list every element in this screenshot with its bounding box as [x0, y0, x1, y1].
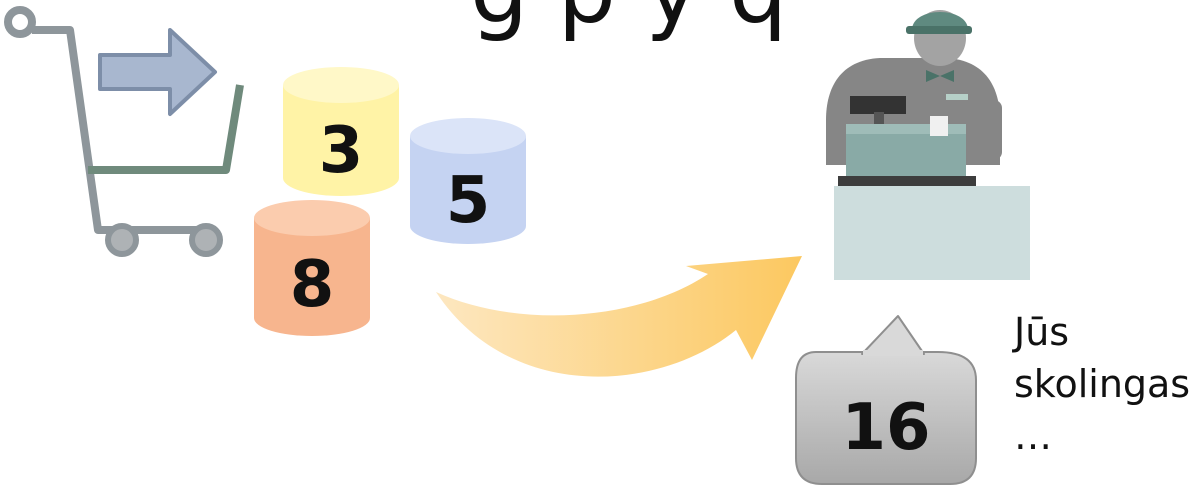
item-cylinder-3: 3: [283, 67, 399, 196]
right-arrow-icon: [100, 30, 215, 114]
owe-message: Jūs skolingas …: [1014, 306, 1190, 462]
curved-arrow-icon: [436, 256, 802, 377]
item-cylinder-8: 8: [254, 200, 370, 336]
item-value-5: 5: [446, 164, 491, 238]
owe-line-2: skolingas: [1014, 358, 1190, 410]
owe-line-3: …: [1014, 410, 1190, 462]
item-value-3: 3: [319, 114, 364, 188]
shopping-cart-icon: [8, 10, 240, 254]
item-value-8: 8: [290, 248, 335, 322]
speech-bubble: 16: [796, 316, 976, 484]
item-cylinder-5: 5: [410, 118, 526, 244]
cashier-icon: [826, 10, 1030, 280]
owe-line-1: Jūs: [1014, 306, 1190, 358]
title-partial: g p y q: [470, 0, 787, 44]
total-value: 16: [841, 391, 930, 465]
